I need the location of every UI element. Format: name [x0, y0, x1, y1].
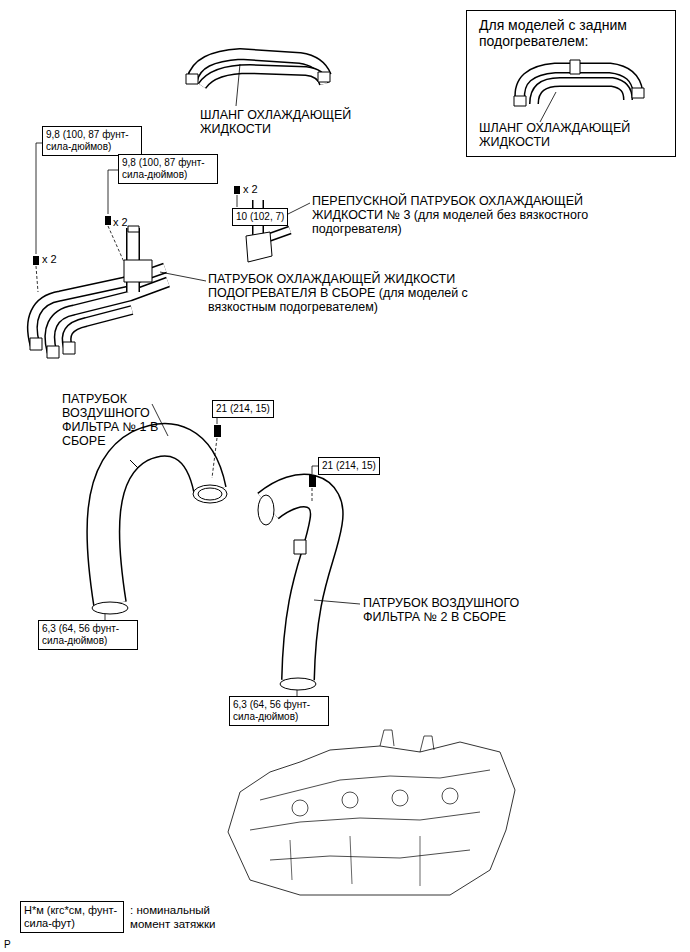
torque-value: 6,3 (64, 56 фунт-сила-дюймов): [233, 699, 325, 723]
torque-box: 9,8 (100, 87 фунт-сила-дюймов): [118, 154, 218, 184]
part-name: ПАТРУБОК ВОЗДУШНОГО ФИЛЬТРА № 1 В СБОРЕ: [62, 392, 172, 448]
torque-box: 6,3 (64, 56 фунт-сила-дюймов): [229, 696, 329, 726]
inset-panel: Для моделей с задним подогревателем: ШЛАН…: [466, 10, 676, 157]
torque-value: 9,8 (100, 87 фунт-сила-дюймов): [122, 157, 214, 181]
torque-value: Н*м (кгс*см, фунт-сила-фут): [24, 904, 120, 930]
torque-box: 21 (214, 15): [212, 400, 274, 418]
inset-heading: Для моделей с задним подогревателем:: [479, 17, 665, 49]
torque-value: 10 (102, 7): [236, 211, 284, 223]
torque-value: 6,3 (64, 56 фунт-сила-дюймов): [42, 623, 134, 647]
part-name: ПАТРУБОК ОХЛАЖДАЮЩЕЙ ЖИДКОСТИ ПОДОГРЕВАТ…: [208, 272, 498, 314]
torque-box: 21 (214, 15): [318, 457, 380, 475]
torque-box: Н*м (кгс*см, фунт-сила-фут): [20, 901, 124, 933]
quantity-label: x 2: [42, 252, 57, 266]
torque-value: 21 (214, 15): [322, 460, 376, 472]
torque-box: 6,3 (64, 56 фунт-сила-дюймов): [38, 620, 138, 650]
part-name: ПАТРУБОК ВОЗДУШНОГО ФИЛЬТРА № 2 В СБОРЕ: [363, 596, 538, 624]
part-name: : номинальный момент затяжки: [130, 903, 250, 931]
quantity-label: P: [4, 938, 11, 952]
torque-value: 21 (214, 15): [216, 403, 270, 415]
part-name: ПЕРЕПУСКНОЙ ПАТРУБОК ОХЛАЖДАЮЩЕЙ ЖИДКОСТ…: [312, 194, 647, 236]
torque-value: 9,8 (100, 87 фунт-сила-дюймов): [46, 129, 138, 153]
torque-box: 9,8 (100, 87 фунт-сила-дюймов): [42, 126, 142, 156]
torque-box: 10 (102, 7): [232, 208, 288, 226]
quantity-label: x 2: [243, 182, 258, 196]
quantity-label: x 2: [113, 215, 128, 229]
part-name: ШЛАНГ ОХЛАЖДАЮЩЕЙ ЖИДКОСТИ: [200, 108, 365, 136]
part-name: ШЛАНГ ОХЛАЖДАЮЩЕЙ ЖИДКОСТИ: [479, 121, 659, 149]
